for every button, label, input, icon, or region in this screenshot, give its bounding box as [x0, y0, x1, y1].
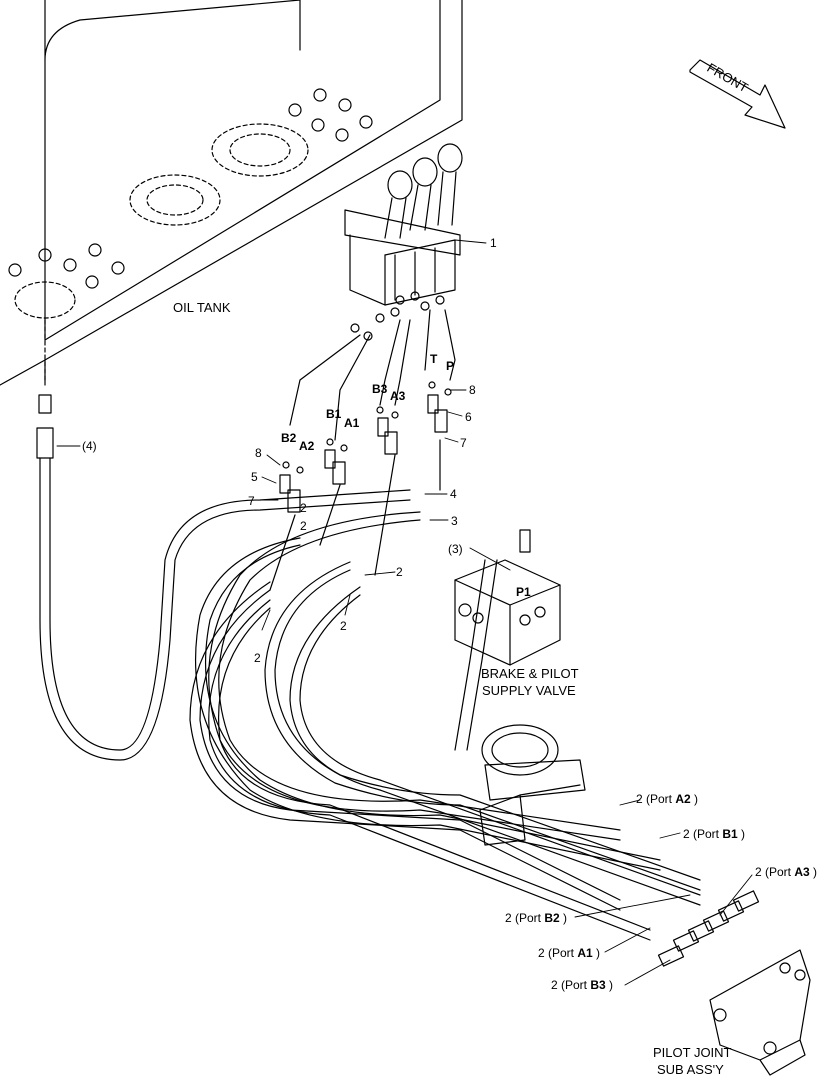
callout-2-b: 2 [300, 519, 307, 533]
pilot-valve-1 [344, 143, 463, 306]
callout-leaders [56, 239, 753, 986]
callout-3: 3 [451, 514, 458, 528]
fittings [279, 381, 452, 513]
port-callout-A1: 2 (Port A1 ) [538, 946, 600, 960]
labels: FRONT OIL TANK 1 (4) (3) T P 8 6 7 B3 A3… [82, 60, 817, 1077]
hose-end-fittings [657, 890, 760, 967]
callout-2-d: 2 [340, 619, 347, 633]
front-arrow [689, 59, 786, 129]
port-callout-B1: 2 (Port B1 ) [683, 827, 745, 841]
callout-1: 1 [490, 236, 497, 250]
port-T-label: T [430, 352, 438, 366]
front-label: FRONT [704, 60, 750, 95]
pilot-leaders [289, 291, 456, 441]
brake-pilot-supply-valve [454, 529, 561, 751]
port-callout-B2: 2 (Port B2 ) [505, 911, 567, 925]
callout-4: 4 [450, 487, 457, 501]
callout-8-right: 8 [469, 383, 476, 397]
callout-2-a: 2 [300, 501, 307, 515]
port-callout-B3: 2 (Port B3 ) [551, 978, 613, 992]
port-callout-A2: 2 (Port A2 ) [636, 792, 698, 806]
brake-valve-label-line2: SUPPLY VALVE [482, 683, 576, 698]
callout-5: 5 [251, 470, 258, 484]
port-P-label: P [446, 359, 454, 373]
callout-8-left: 8 [255, 446, 262, 460]
port-A2-label: A2 [299, 439, 315, 453]
port-B3-label: B3 [372, 382, 388, 396]
port-A1-label: A1 [344, 416, 360, 430]
port-A3-label: A3 [390, 389, 406, 403]
callout-3-paren: (3) [448, 542, 463, 556]
port-callout-A3: 2 (Port A3 ) [755, 865, 817, 879]
port-B2-label: B2 [281, 431, 297, 445]
callout-2-e: 2 [254, 651, 261, 665]
return-hose-4 [36, 394, 411, 761]
port-P1-label: P1 [516, 585, 531, 599]
callout-4-paren: (4) [82, 439, 97, 453]
oil-tank-label: OIL TANK [173, 300, 231, 315]
pilot-joint-label-line2: SUB ASS'Y [657, 1062, 724, 1077]
pilot-hose-bundle [189, 439, 701, 941]
hose-clamp [479, 724, 586, 846]
callout-7-left: 7 [248, 494, 255, 508]
callout-6: 6 [465, 410, 472, 424]
callout-2-c: 2 [396, 565, 403, 579]
callout-7-right: 7 [460, 436, 467, 450]
pilot-joint-label-line1: PILOT JOINT [653, 1045, 732, 1060]
port-B1-label: B1 [326, 407, 342, 421]
pilot-joint-sub-assy [709, 949, 811, 1076]
oil-tank [0, 0, 463, 386]
brake-valve-label-line1: BRAKE & PILOT [481, 666, 579, 681]
